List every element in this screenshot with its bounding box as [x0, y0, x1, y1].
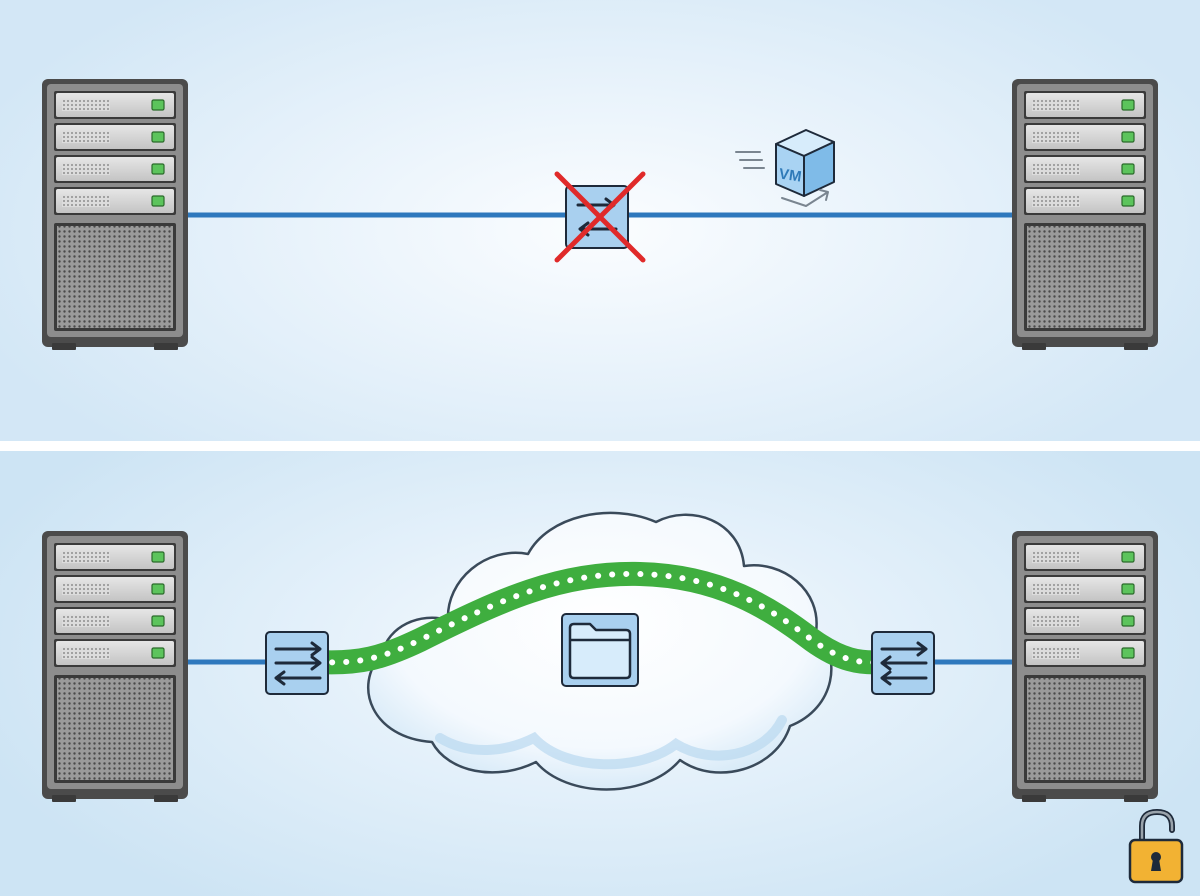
failure-x-icon: [554, 171, 646, 263]
unlocked-padlock-icon: [1128, 808, 1184, 884]
network-switch-icon: [265, 631, 329, 695]
network-switch-icon: [871, 631, 935, 695]
scenario-direct-link-panel: VM: [0, 0, 1200, 441]
folder-icon: [561, 613, 639, 687]
direct-link-diagram: VM: [41, 78, 1159, 351]
server-rack-icon: [41, 530, 189, 803]
virtual-machine-icon: VM: [735, 129, 835, 207]
server-rack-icon: [1011, 530, 1159, 803]
panel-divider: [0, 441, 1200, 451]
scenario-cloud-tunnel-panel: [0, 451, 1200, 896]
server-rack-icon: [1011, 78, 1159, 351]
secure-tunnel: [315, 561, 887, 675]
server-rack-icon: [41, 78, 189, 351]
cloud-tunnel-diagram: [41, 511, 1184, 884]
vm-badge-label: VM: [778, 166, 803, 186]
